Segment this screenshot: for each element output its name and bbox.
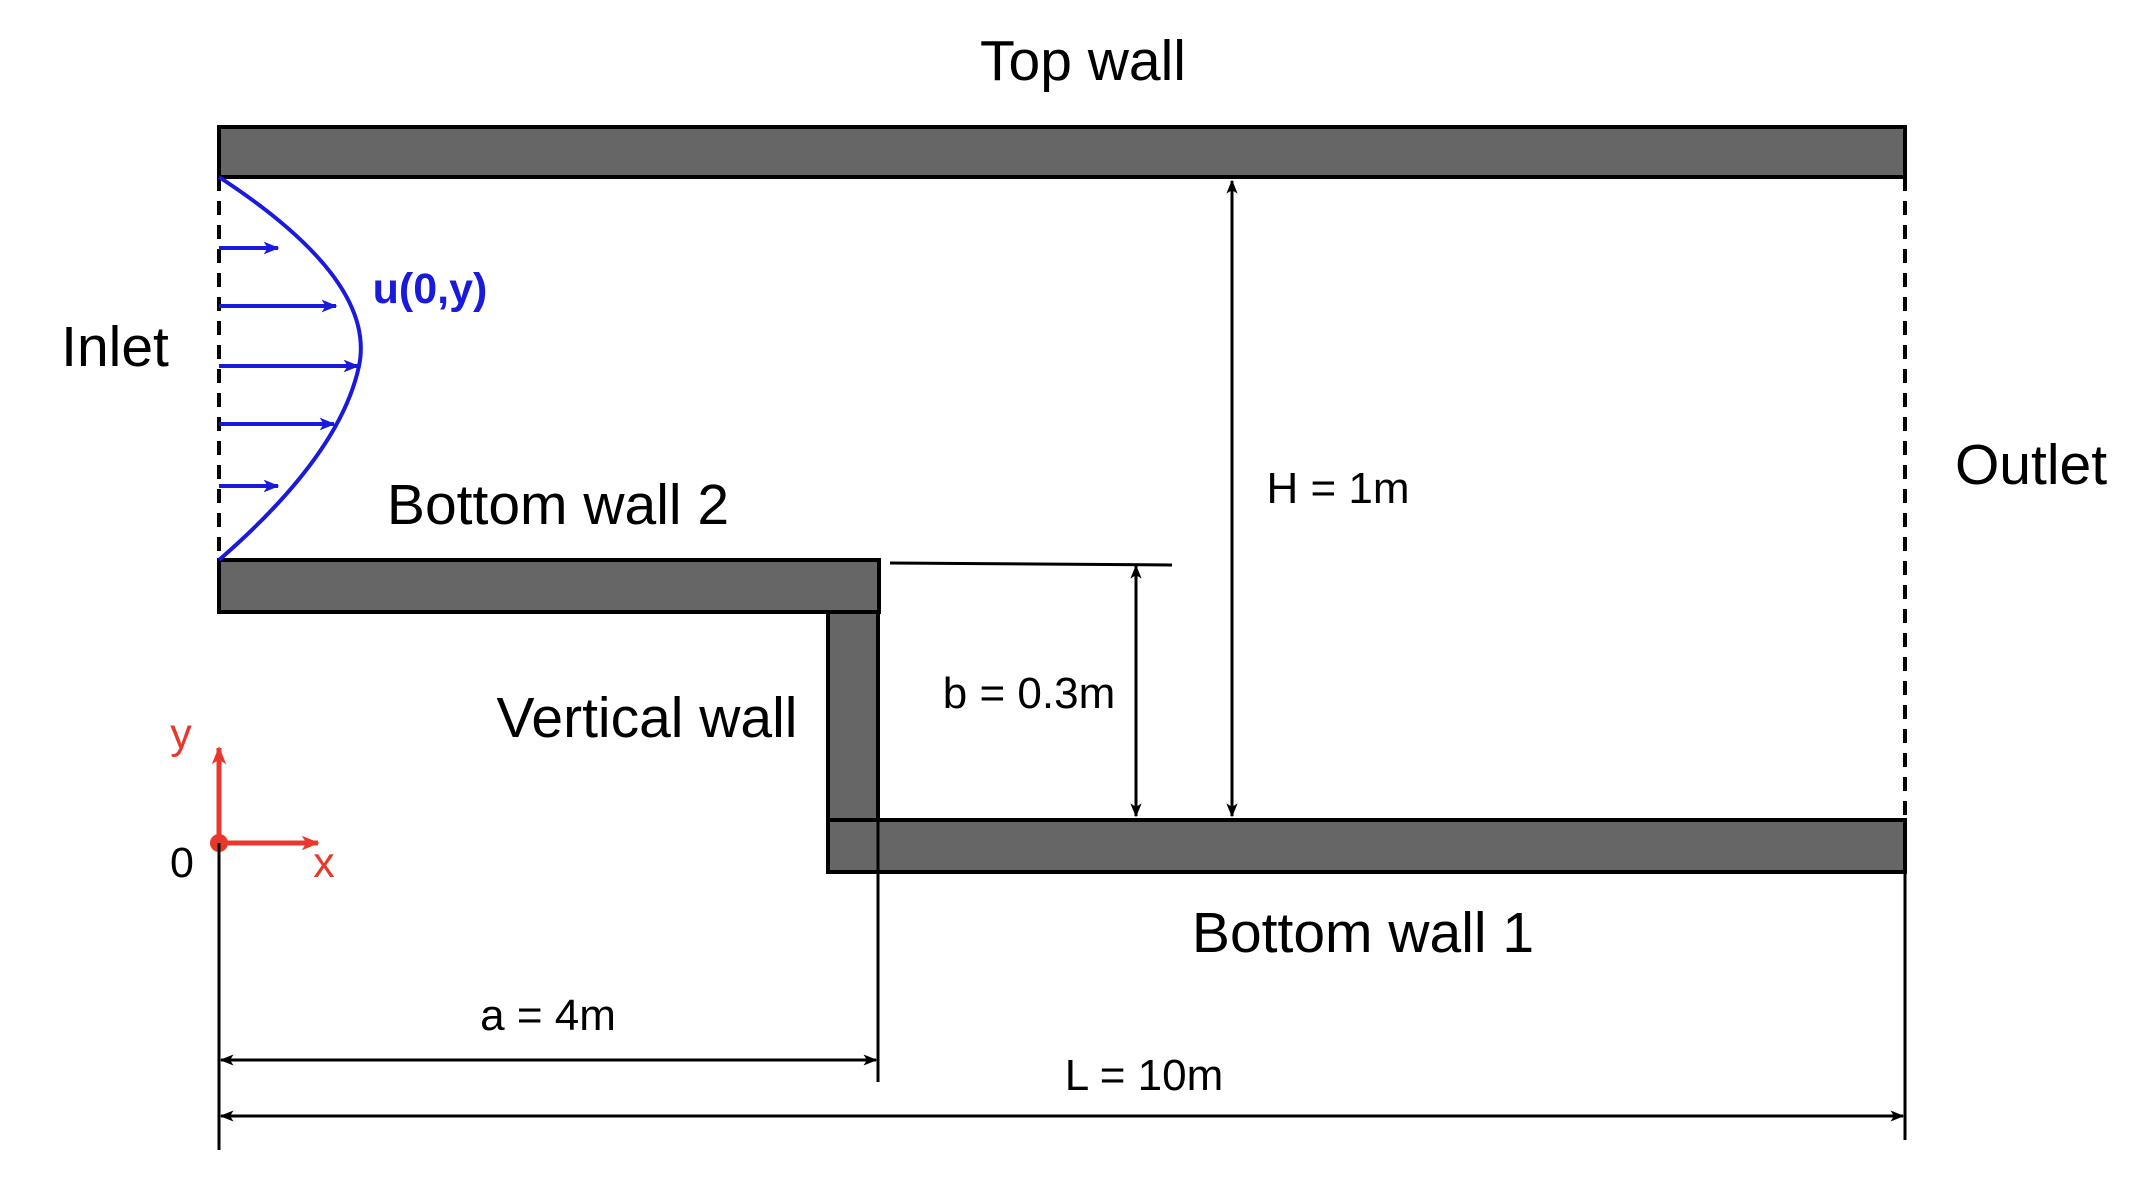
bottom-wall-1 (826, 818, 1907, 874)
height-dimension-label: H = 1m (1266, 464, 1409, 513)
velocity-arrows (219, 241, 360, 493)
outlet-label: Outlet (1955, 433, 2107, 497)
length-dimension-label: L = 10m (1065, 1051, 1224, 1100)
y-axis-label: y (170, 710, 192, 758)
velocity-profile-curve (217, 175, 363, 562)
bottom-wall-2 (217, 558, 881, 614)
coordinate-axes (210, 746, 320, 852)
bottom-wall-2-label: Bottom wall 2 (387, 473, 729, 537)
top-wall (217, 125, 1907, 179)
step-length-dimension-label: a = 4m (480, 991, 616, 1040)
step-height-dimension-label: b = 0.3m (943, 669, 1115, 718)
bottom-wall-1-label: Bottom wall 1 (1192, 901, 1534, 965)
inlet-label: Inlet (61, 315, 169, 379)
x-axis-label: x (313, 839, 335, 887)
vertical-wall-label: Vertical wall (497, 686, 798, 750)
top-wall-label: Top wall (980, 29, 1186, 93)
step-top-extension-line (889, 561, 1173, 567)
origin-label: 0 (170, 839, 194, 887)
vertical-wall (826, 610, 880, 822)
velocity-profile-label: u(0,y) (373, 265, 488, 313)
